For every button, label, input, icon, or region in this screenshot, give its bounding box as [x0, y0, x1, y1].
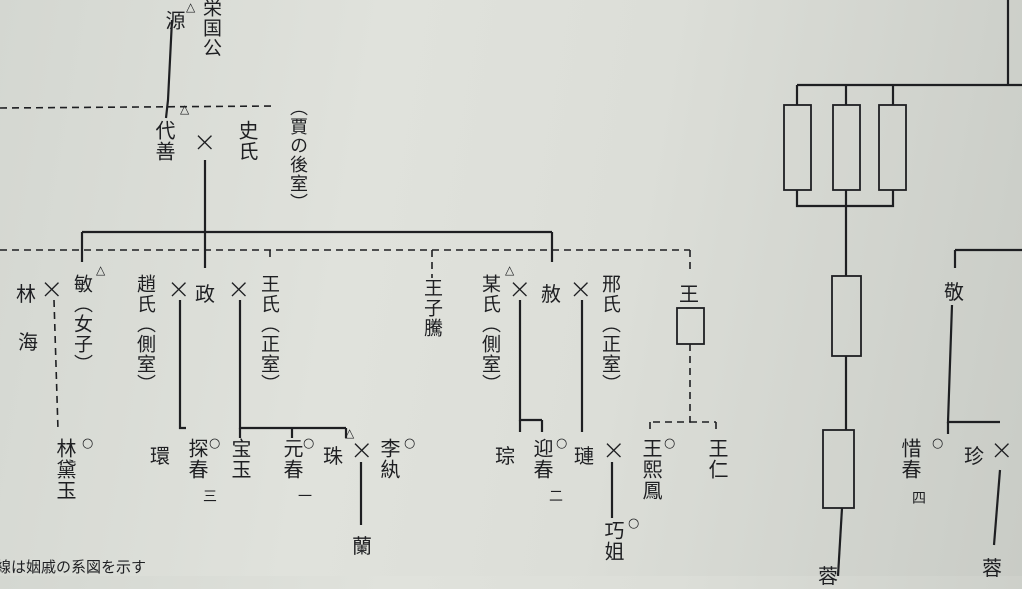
name-bin: 敏（女子）: [71, 274, 93, 374]
name-ka-kohitsu: （賈の後室）: [287, 98, 308, 212]
name-ou-jin: 王仁: [705, 438, 729, 480]
blank-box-2: [832, 104, 861, 191]
female-mark: △: [96, 263, 106, 277]
name-you: 蓉: [982, 556, 1002, 580]
name-ou-kihou: 王熙鳳: [639, 438, 663, 501]
male-mark: △: [345, 426, 355, 440]
line-yuan-daizen: [164, 19, 174, 119]
name-daizen: 代善: [152, 120, 176, 162]
blank-box-4: [831, 275, 862, 357]
name-yuan: 源: [162, 10, 186, 31]
name-sei: 政: [195, 282, 215, 306]
name-oushi-tou: 王子騰: [421, 278, 443, 338]
rank-geishun: 二: [549, 489, 563, 505]
name-kei2: 敬: [944, 280, 964, 304]
male-mark: △: [186, 0, 196, 14]
name-sekishun: 惜春: [898, 438, 922, 480]
marriage-mark: ×: [602, 433, 626, 466]
name-bou: 某氏（側室）: [479, 274, 501, 394]
male-mark: △: [180, 102, 190, 116]
name-rin-kai: 海: [18, 330, 38, 354]
marriage-mark: ×: [508, 272, 532, 305]
blank-box-3: [878, 104, 907, 191]
name-houyoku: 宝玉: [228, 438, 252, 480]
female-mark: ○: [404, 436, 416, 451]
legend-caption: 線は姻戚の系図を示す: [0, 558, 147, 576]
female-mark: ○: [209, 436, 221, 451]
marriage-mark: ×: [350, 433, 374, 466]
name-sha: 赦: [541, 282, 561, 306]
female-mark: ○: [556, 436, 568, 451]
name-sou: 琮: [495, 444, 515, 468]
name-rin: 林: [16, 282, 36, 306]
name-rigan: 李紈: [377, 438, 401, 480]
name-tanshun: 探春: [185, 438, 209, 480]
rank-tanshun: 三: [203, 489, 217, 505]
name-ran: 蘭: [352, 534, 372, 558]
rank-genshun: 一: [298, 489, 312, 505]
name-ren: 璉: [574, 444, 594, 468]
name-kousho: 巧姐: [601, 520, 625, 562]
marriage-mark: ×: [40, 272, 64, 305]
blank-box-1: [783, 104, 812, 191]
name-chin: 珍: [964, 444, 984, 468]
female-mark: ○: [664, 436, 676, 451]
name-rin-taigyoku: 林黛玉: [53, 438, 77, 501]
female-mark: ○: [628, 516, 640, 531]
marriage-mark: ×: [569, 272, 593, 305]
name-shi: 史氏: [235, 120, 259, 162]
name-geishun: 迎春: [530, 438, 554, 480]
female-mark: ○: [303, 436, 315, 451]
name-you-2: 蓉: [818, 564, 838, 588]
blank-box-wang: [676, 307, 705, 345]
name-genshun: 元春: [280, 438, 304, 480]
name-shu: 珠: [323, 444, 343, 468]
marriage-mark: ×: [193, 125, 217, 158]
marriage-mark: ×: [167, 272, 191, 305]
marriage-mark: ×: [227, 272, 251, 305]
marriage-mark: ×: [990, 433, 1014, 466]
name-ou: 王氏（正室）: [258, 274, 280, 394]
blank-box-5: [822, 429, 855, 509]
name-kan: 環: [150, 444, 170, 468]
name-chou: 趙氏（側室）: [134, 274, 156, 394]
female-mark: ○: [932, 436, 944, 451]
name-kei: 邢氏（正室）: [599, 274, 621, 394]
rank-sekishun: 四: [912, 491, 926, 507]
family-tree-lines: [0, 0, 1022, 576]
name-ou2: 王: [679, 282, 699, 306]
male-mark: △: [505, 263, 515, 277]
name-eikokuko: 栄国公: [200, 0, 222, 58]
female-mark: ○: [82, 436, 94, 451]
